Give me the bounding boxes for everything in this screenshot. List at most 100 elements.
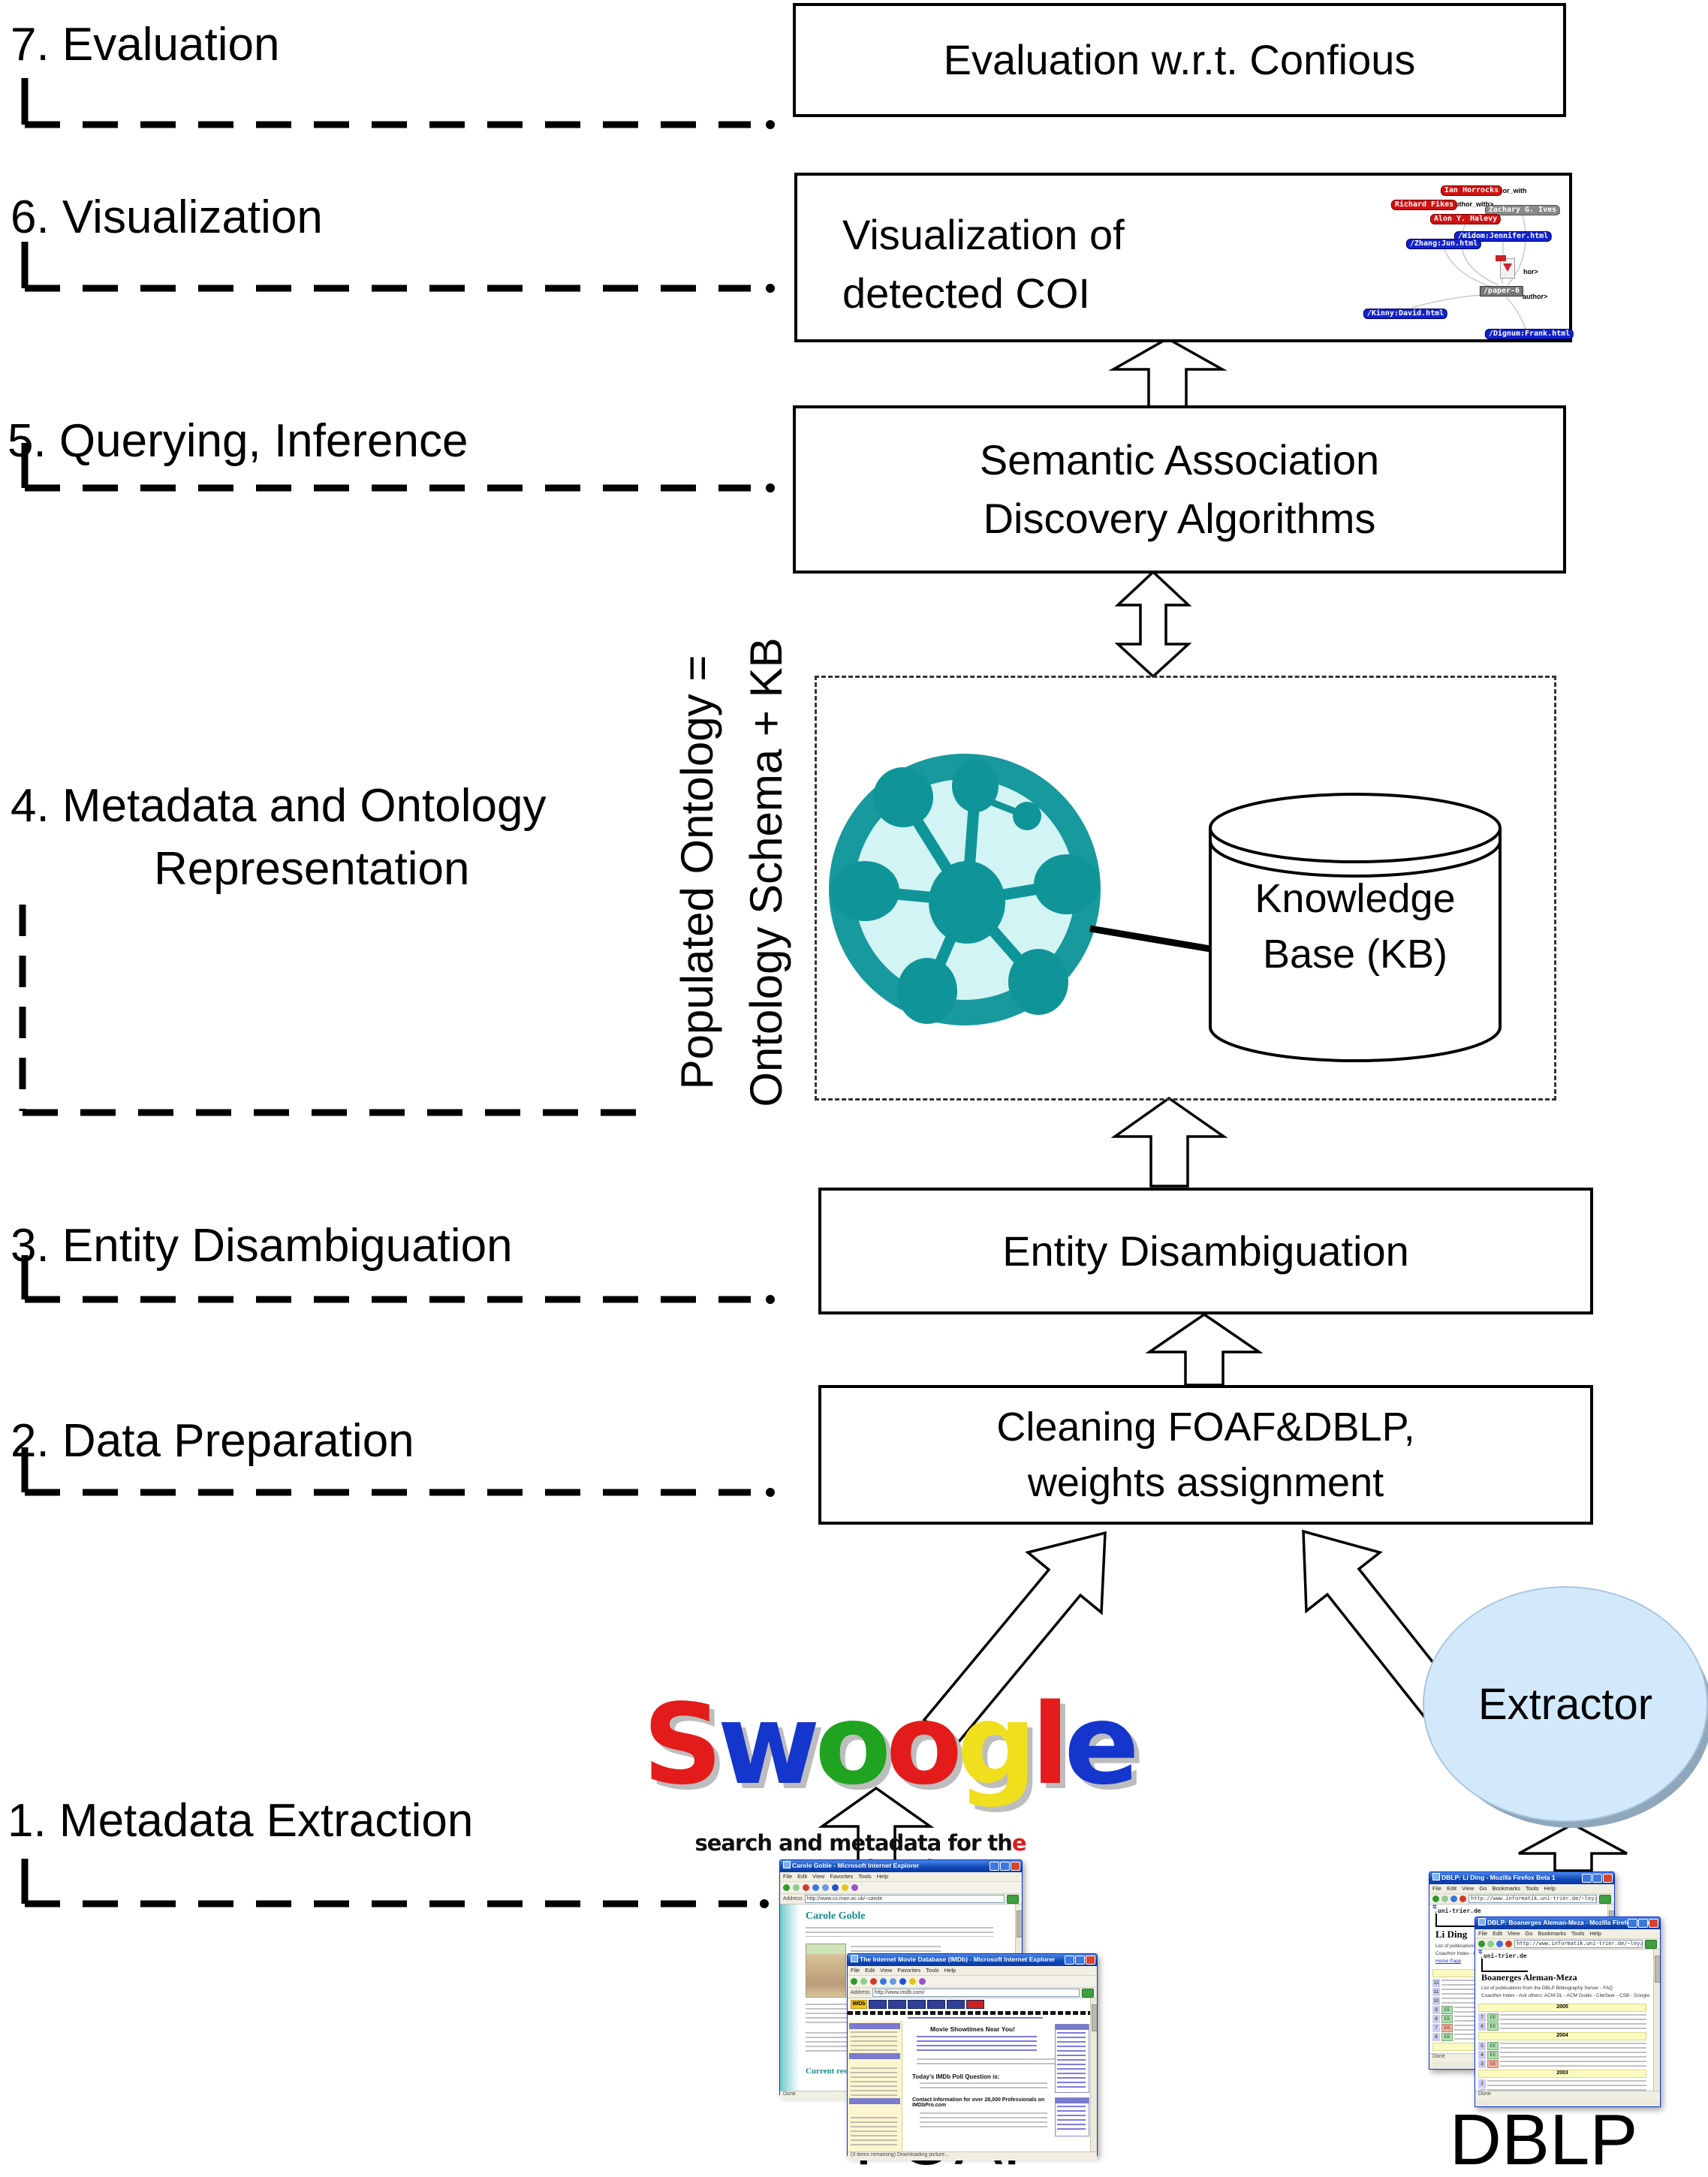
ee-link[interactable]: EE xyxy=(1441,2006,1453,2014)
window-title: DBLP: Boanerges Aleman-Meza - Mozilla Fi… xyxy=(1487,1919,1655,1926)
publication-row: 3 EE xyxy=(1478,2060,1646,2068)
publications-line[interactable]: List of publications from the DBLP Bibli… xyxy=(1481,1986,1613,1991)
swoogle-letter: e xyxy=(1064,1680,1139,1809)
maximize-button[interactable] xyxy=(1638,1919,1648,1928)
minimize-button[interactable] xyxy=(990,1862,999,1871)
refresh-icon[interactable] xyxy=(812,1884,819,1891)
ontology-icon xyxy=(829,754,1101,1025)
reload-icon[interactable] xyxy=(1496,1941,1503,1947)
search-icon[interactable] xyxy=(899,1978,906,1985)
address-input[interactable]: http://www.informatik.uni-trier.de/~ley/… xyxy=(1469,1895,1597,1903)
sidebar-header xyxy=(849,2053,900,2059)
home-icon[interactable] xyxy=(890,1978,896,1985)
close-button[interactable] xyxy=(1603,1874,1613,1883)
imdb-nav-tab[interactable] xyxy=(908,2000,926,2009)
coi-graph-node: Ian Horrocks xyxy=(1440,185,1503,196)
maximize-button[interactable] xyxy=(1592,1874,1602,1883)
populated-ontology-rotated-label: Populated Ontology = Ontology Schema + K… xyxy=(663,557,806,1188)
ee-link[interactable]: EE xyxy=(1441,2024,1453,2032)
go-button[interactable] xyxy=(1599,1894,1611,1904)
window-title: DBLP: Li Ding - Mozilla Firefox Beta 1 xyxy=(1441,1874,1556,1881)
back-icon[interactable] xyxy=(783,1884,790,1891)
ee-link[interactable]: EE xyxy=(1441,2033,1453,2041)
go-button[interactable] xyxy=(1007,1894,1019,1904)
maximize-button[interactable] xyxy=(1075,1956,1085,1965)
profile-photo xyxy=(806,1944,846,1998)
favorites-icon[interactable] xyxy=(842,1884,848,1891)
visualization-box: Visualization of detected COI Ian Horroc… xyxy=(794,173,1574,342)
minimize-button[interactable] xyxy=(1065,1956,1074,1965)
ee-link[interactable]: EE xyxy=(1487,2042,1499,2050)
refresh-icon[interactable] xyxy=(880,1978,887,1985)
menu-bar[interactable]: File Edit View Go Bookmarks Tools Help xyxy=(1475,1929,1660,1939)
menu-bar[interactable]: File Edit View Favorites Tools Help xyxy=(780,1872,1022,1882)
ee-link[interactable]: EE xyxy=(1487,2013,1499,2022)
back-icon[interactable] xyxy=(1478,1941,1485,1947)
imdb-nav-tab[interactable] xyxy=(869,2000,887,2009)
step-4-label-line2: Representation xyxy=(154,843,470,895)
imdb-contact: Contact Information for over 28,000 Prof… xyxy=(912,2097,1045,2108)
imdb-nav-tab[interactable] xyxy=(927,2000,945,2009)
imdb-nav-tab[interactable] xyxy=(947,2000,965,2009)
scrollbar[interactable] xyxy=(1653,1950,1660,2091)
minimize-button[interactable] xyxy=(1582,1874,1592,1883)
entity-disambiguation-box: Entity Disambiguation xyxy=(818,1188,1593,1314)
media-icon[interactable] xyxy=(851,1884,858,1891)
scrollbar[interactable] xyxy=(1090,1998,1097,2151)
search-icon[interactable] xyxy=(832,1884,839,1891)
stop-icon[interactable] xyxy=(803,1884,809,1891)
firefox-icon xyxy=(1478,1918,1486,1926)
step-2-label: 2. Data Preparation xyxy=(11,1415,414,1467)
close-button[interactable] xyxy=(1011,1862,1020,1871)
maximize-button[interactable] xyxy=(1000,1862,1010,1871)
imdb-pro-tab[interactable] xyxy=(966,2000,984,2009)
close-button[interactable] xyxy=(1649,1919,1658,1928)
imdb-box2 xyxy=(1055,2097,1089,2136)
window-dblp-aleman-meza: DBLP: Boanerges Aleman-Meza - Mozilla Fi… xyxy=(1475,1917,1661,2107)
forward-icon[interactable] xyxy=(1441,1895,1448,1902)
coi-edge-label: author> xyxy=(1523,293,1548,300)
stop-icon[interactable] xyxy=(1505,1941,1512,1947)
go-button[interactable] xyxy=(1645,1939,1657,1949)
forward-icon[interactable] xyxy=(1487,1941,1494,1947)
imdb-nav-tab[interactable] xyxy=(888,2000,906,2009)
imdb-logo[interactable]: IMDb xyxy=(851,2000,867,2009)
home-icon[interactable] xyxy=(822,1884,829,1891)
minimize-button[interactable] xyxy=(1628,1919,1637,1928)
back-icon[interactable] xyxy=(1432,1895,1439,1902)
media-icon[interactable] xyxy=(919,1978,926,1985)
close-button[interactable] xyxy=(1086,1956,1095,1965)
reload-icon[interactable] xyxy=(1450,1895,1457,1902)
window-imdb: The Internet Movie Database (IMDb) - Mic… xyxy=(847,1953,1098,2160)
semantic-association-box: Semantic Association Discovery Algorithm… xyxy=(793,405,1566,574)
swoogle-tagline-part: search and metadata for th xyxy=(694,1830,1012,1856)
back-icon[interactable] xyxy=(851,1978,857,1985)
ontology-representation-dashed-box xyxy=(815,676,1556,1101)
address-input[interactable]: http://www.informatik.uni-trier.de/~ley/… xyxy=(1514,1940,1643,1948)
ee-link[interactable]: EE xyxy=(1487,2060,1499,2068)
arrow-semantic-kb-bidirectional xyxy=(1114,570,1192,679)
coauthor-line[interactable]: Coauthor Index - Ask others xyxy=(1435,1951,1496,1956)
stop-icon[interactable] xyxy=(870,1978,877,1985)
go-button[interactable] xyxy=(1082,1988,1094,1998)
coauthor-line[interactable]: Coauthor Index - Ask others: ACM DL - AC… xyxy=(1481,1993,1650,1998)
title-bar: The Internet Movie Database (IMDb) - Mic… xyxy=(848,1954,1097,1966)
menu-bar[interactable]: File Edit View Go Bookmarks Tools Help xyxy=(1429,1884,1614,1894)
ee-link[interactable]: EE xyxy=(1441,2015,1453,2023)
forward-icon[interactable] xyxy=(793,1884,800,1891)
imdb-poll: Today's IMDb Poll Question is: xyxy=(912,2073,1000,2080)
favorites-icon[interactable] xyxy=(909,1978,916,1985)
address-input[interactable]: http://www.cs.man.ac.uk/~carole xyxy=(804,1895,1005,1903)
swoogle-letter: g xyxy=(956,1680,1037,1809)
address-input[interactable]: http://www.imdb.com/ xyxy=(872,1989,1080,1997)
page-heading: Li Ding xyxy=(1435,1929,1468,1940)
menu-bar[interactable]: File Edit View Favorites Tools Help xyxy=(848,1966,1097,1976)
sidebar-header xyxy=(849,2023,900,2029)
ee-link[interactable]: EE xyxy=(1487,2051,1499,2059)
home-page-link[interactable]: Home Page xyxy=(1435,1959,1462,1964)
stop-icon[interactable] xyxy=(1459,1895,1466,1902)
kb-line1: Knowledge xyxy=(1255,876,1456,921)
forward-icon[interactable] xyxy=(860,1978,867,1985)
ee-link[interactable]: EE xyxy=(1487,2022,1499,2031)
